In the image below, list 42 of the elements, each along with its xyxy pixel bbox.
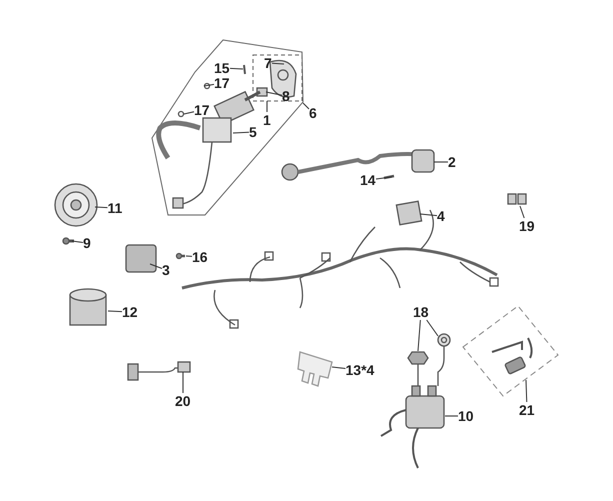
callout-number: 16 <box>192 249 208 265</box>
callout-number: 20 <box>175 393 191 409</box>
leader-line <box>426 320 438 336</box>
callout-number: 7 <box>264 55 272 71</box>
callout-number: 1 <box>263 112 271 128</box>
callout-number: 14 <box>360 172 376 188</box>
callout-number: 19 <box>519 218 535 234</box>
callout-number: 17 <box>214 75 230 91</box>
leader-line <box>186 256 192 257</box>
leader-line <box>418 320 421 352</box>
leader-line <box>266 92 282 96</box>
callout-number: 5 <box>249 124 257 140</box>
leader-line <box>204 84 214 86</box>
leader-line <box>420 214 438 216</box>
callout-number: 18 <box>413 304 429 320</box>
callout-number: 12 <box>122 304 138 320</box>
leader-line <box>520 206 525 218</box>
callout-number: 6 <box>309 105 317 121</box>
callout-number: 10 <box>458 408 474 424</box>
callout-number: 15 <box>214 60 230 76</box>
leader-line <box>526 380 528 402</box>
leader-line <box>232 132 250 134</box>
leader-line <box>182 372 184 394</box>
leader-line <box>94 206 108 208</box>
callout-number: 3 <box>162 262 170 278</box>
leader-line <box>332 366 346 369</box>
leader-line <box>108 310 122 312</box>
callout-number: 11 <box>108 200 122 216</box>
leader-line <box>266 100 268 112</box>
leader-line <box>184 111 194 114</box>
callout-number: 9 <box>83 235 91 251</box>
leader-line <box>272 62 284 64</box>
leader-line <box>72 240 84 243</box>
leader-line <box>230 68 244 70</box>
callout-number: 4 <box>437 208 445 224</box>
leader-line <box>302 102 310 110</box>
leader-line <box>376 176 392 180</box>
leader-line <box>150 264 162 269</box>
callout-number: 21 <box>519 402 535 418</box>
callout-number: 13*4 <box>346 362 374 378</box>
callout-number: 2 <box>448 154 456 170</box>
callout-number: 17 <box>194 102 210 118</box>
